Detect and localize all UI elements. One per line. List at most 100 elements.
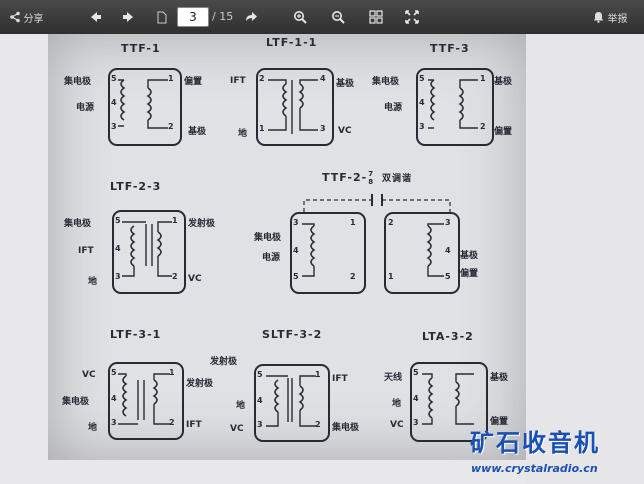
ltf11-box: [256, 68, 334, 146]
ttf3-pin3: 3: [419, 122, 425, 131]
ltf31-pin2: 2: [169, 418, 175, 427]
lta32-title: LTA-3-2: [422, 330, 474, 343]
ltf31-ground-label: 地: [88, 423, 98, 433]
ttf3-coils: [428, 79, 478, 129]
ttf1-base-label: 基极: [188, 127, 207, 137]
ttf278-left-pin1: 1: [350, 218, 356, 227]
grid-view-button[interactable]: [364, 0, 388, 34]
share-icon: [9, 11, 21, 23]
sltf32-collector-label: 集电极: [332, 423, 360, 433]
goto-page-button[interactable]: [238, 0, 264, 34]
ttf278-bias-label: 偏置: [460, 269, 479, 279]
ttf278-coils-left: [302, 223, 316, 277]
watermark-url: www.crystalradio.cn: [471, 462, 598, 475]
ltf31-emitter-label: 发射极: [186, 379, 214, 389]
report-button[interactable]: 举报: [584, 0, 636, 34]
ltf23-pin5: 5: [115, 216, 121, 225]
ltf23-pin1: 1: [172, 216, 178, 225]
report-label: 举报: [607, 13, 628, 25]
ttf3-pin2: 2: [480, 122, 486, 131]
ttf3-pin5: 5: [419, 74, 425, 83]
ttf278-right-pin2: 2: [388, 218, 394, 227]
watermark-brand: 矿石收音机: [470, 429, 600, 457]
ttf278-right-pin3: 3: [445, 218, 451, 227]
sltf32-emitter-label: 发射极: [210, 357, 238, 367]
prev-page-button[interactable]: [82, 0, 108, 34]
ttf3-power-label: 电源: [384, 103, 403, 113]
zoom-out-button[interactable]: [326, 0, 350, 34]
sltf32-box: [254, 364, 330, 442]
ttf278-collector-label: 集电极: [254, 233, 282, 243]
ttf278-capacitor: [303, 194, 451, 212]
ttf278-left-pin4: 4: [293, 246, 299, 255]
ttf3-box: [416, 68, 494, 146]
ltf23-ift-label: IFT: [78, 246, 94, 256]
ttf278-title-prefix: TTF-2-: [322, 171, 368, 184]
ltf31-vc-label: VC: [82, 370, 96, 380]
ttf278-base-label: 基极: [460, 251, 479, 261]
ltf31-pin1: 1: [169, 368, 175, 377]
ttf1-pin3: 3: [111, 122, 117, 131]
zoom-out-icon: [331, 10, 345, 24]
ttf278-right-pin5: 5: [445, 272, 451, 281]
lta32-base-label: 基极: [490, 373, 509, 383]
ltf31-box: [108, 362, 184, 440]
ttf278-frac-bottom: 8: [368, 178, 375, 186]
ttf1-pin4: 4: [111, 98, 117, 107]
sltf32-title: SLTF-3-2: [262, 328, 323, 341]
ttf3-base-label: 基极: [494, 77, 513, 87]
ltf23-box: [112, 210, 186, 294]
ttf278-box-left: [290, 212, 366, 294]
ltf23-collector-label: 集电极: [64, 219, 92, 229]
ltf23-pin4: 4: [115, 244, 121, 253]
ltf31-pin5: 5: [111, 368, 117, 377]
ltf31-coils: [118, 373, 170, 425]
page-doc-icon: [152, 0, 172, 34]
ltf31-collector-label: 集电极: [62, 397, 90, 407]
ltf23-vc-label: VC: [188, 274, 202, 284]
sltf32-pin4: 4: [257, 396, 263, 405]
ltf11-ground-label: 地: [238, 129, 248, 139]
zoom-in-icon: [293, 10, 307, 24]
ttf3-title: TTF-3: [430, 42, 470, 55]
lta32-coils: [422, 373, 474, 425]
share-button[interactable]: 分享: [4, 0, 48, 34]
share-label: 分享: [23, 13, 44, 25]
ltf11-base-label: 基极: [336, 79, 355, 89]
lta32-pin5: 5: [413, 368, 419, 377]
fullscreen-icon: [405, 10, 419, 24]
ttf1-title: TTF-1: [121, 42, 161, 55]
ltf11-pin2: 2: [259, 74, 265, 83]
ltf23-pin3: 3: [115, 272, 121, 281]
ttf278-left-pin2: 2: [350, 272, 356, 281]
arrow-right-icon: [122, 10, 136, 24]
arrow-left-icon: [88, 10, 102, 24]
lta32-antenna-label: 天线: [384, 373, 403, 383]
sltf32-ift-label: IFT: [332, 374, 348, 384]
ttf278-left-pin5: 5: [293, 272, 299, 281]
arrow-goto-icon: [244, 10, 258, 24]
ltf31-pin4: 4: [111, 394, 117, 403]
ltf11-title: LTF-1-1: [266, 36, 318, 49]
ltf23-coils: [122, 221, 172, 277]
viewer-toolbar: 分享 3 / 15: [0, 0, 644, 34]
ttf278-box-right: [384, 212, 460, 294]
sltf32-pin2: 2: [315, 420, 321, 429]
lta32-box: [410, 362, 488, 442]
zoom-in-button[interactable]: [288, 0, 312, 34]
ttf278-suffix: 双调谐: [381, 174, 412, 184]
fullscreen-button[interactable]: [400, 0, 424, 34]
ttf1-pin1: 1: [168, 74, 174, 83]
ttf1-pin5: 5: [111, 74, 117, 83]
ttf278-left-pin3: 3: [293, 218, 299, 227]
ltf23-emitter-label: 发射极: [188, 219, 216, 229]
grid-view-icon: [369, 10, 383, 24]
ttf1-box: [108, 68, 182, 146]
ttf3-collector-label: 集电极: [372, 77, 400, 87]
page-number-input[interactable]: 3: [177, 7, 209, 27]
sltf32-pin5: 5: [257, 370, 263, 379]
next-page-button[interactable]: [116, 0, 142, 34]
ttf3-bias-label: 偏置: [494, 127, 513, 137]
ttf278-right-pin4: 4: [445, 246, 451, 255]
